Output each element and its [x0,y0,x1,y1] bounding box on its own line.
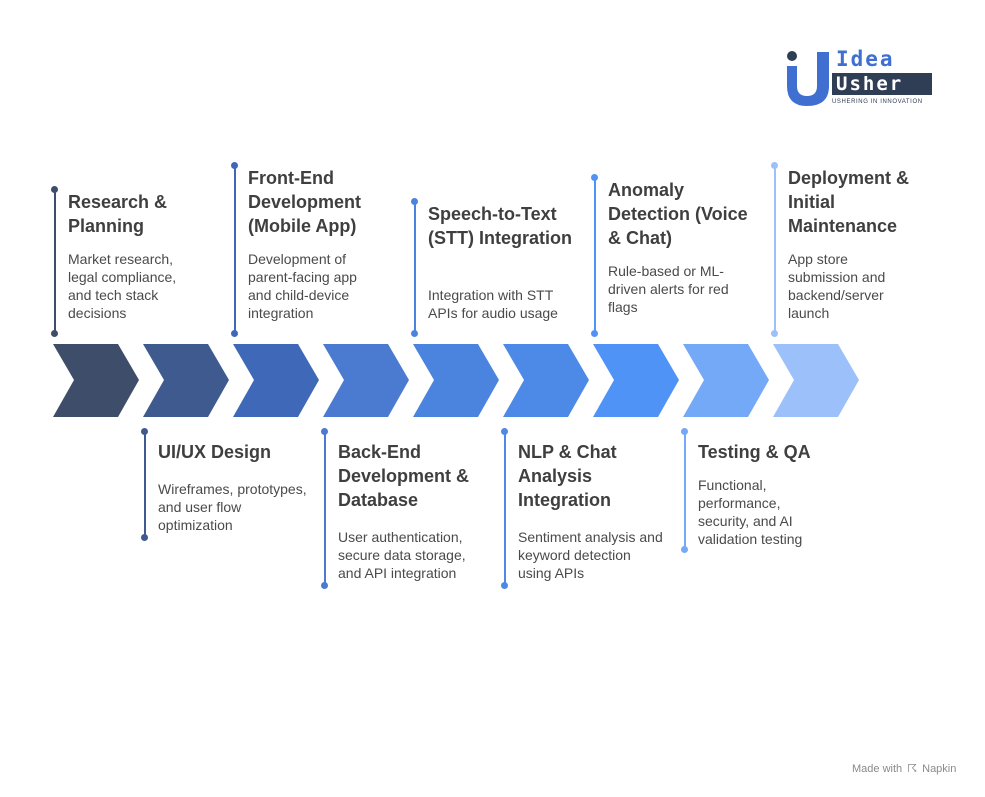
stage-description: User authentication, secure data storage… [338,529,466,581]
made-with-napkin-footer: Made with ☈ Napkin [852,762,956,775]
logo-tagline: USHERING IN INNOVATION [832,99,923,105]
footer-made-with: Made with [852,763,903,775]
stage-marker-dot [51,330,58,337]
stage-marker-dot [501,582,508,589]
stage-connector-line [684,432,686,550]
stage-connector-line [414,202,416,334]
stage-connector-line [774,166,776,334]
stage-title: Deployment & Initial Maintenance [788,168,910,236]
stage-description: Integration with STT APIs for audio usag… [428,287,558,321]
napkin-icon: ☈ [907,763,918,775]
stage-marker-dot [141,428,148,435]
stage-marker-dot [681,428,688,435]
stage-description: Development of parent-facing app and chi… [248,251,357,321]
stage-marker-dot [411,330,418,337]
stage-description: Sentiment analysis and keyword detection… [518,529,663,581]
stage-description: Market research, legal compliance, and t… [68,251,177,321]
stage-connector-line [144,432,146,538]
chevron-stage-8 [683,344,769,417]
stage-title: Anomaly Detection (Voice & Chat) [608,180,748,248]
stage-marker-dot [411,198,418,205]
stage-marker-dot [771,330,778,337]
stage-connector-line [234,166,236,334]
stage-title: Back-End Development & Database [338,442,470,510]
stage-connector-line [324,432,326,586]
footer-brand: Napkin [922,763,957,775]
stage-connector-line [54,190,56,334]
stage-title: Speech-to-Text (STT) Integration [428,204,572,248]
chevron-stage-1 [53,344,139,417]
chevron-stage-4 [323,344,409,417]
stage-marker-dot [231,162,238,169]
stage-marker-dot [231,330,238,337]
stage-title: Testing & QA [698,442,811,462]
stage-marker-dot [501,428,508,435]
chevron-stage-5 [413,344,499,417]
stage-description: Rule-based or ML-driven alerts for red f… [608,263,729,315]
stage-marker-dot [591,174,598,181]
stage-marker-dot [51,186,58,193]
chevron-stage-2 [143,344,229,417]
logo-mark-icon [787,51,829,106]
stage-marker-dot [591,330,598,337]
stage-marker-dot [141,534,148,541]
chevron-stage-3 [233,344,319,417]
stage-title: Research & Planning [68,192,168,236]
stage-description: App store submission and backend/server … [788,251,886,321]
chevron-stage-6 [503,344,589,417]
idea-usher-logo [784,46,934,110]
stage-marker-dot [321,428,328,435]
stage-connector-line [504,432,506,586]
logo-line-idea: Idea [836,47,895,71]
stage-marker-dot [771,162,778,169]
stage-description: Wireframes, prototypes, and user flow op… [158,481,307,533]
stage-title: NLP & Chat Analysis Integration [518,442,617,510]
stage-description: Functional, performance, security, and A… [698,477,803,547]
chevron-stage-7 [593,344,679,417]
stage-connector-line [594,178,596,334]
stage-title: Front-End Development (Mobile App) [248,168,362,236]
stage-marker-dot [321,582,328,589]
stage-title: UI/UX Design [158,442,272,462]
stage-marker-dot [681,546,688,553]
logo-line-usher: Usher [832,73,932,95]
chevron-stage-9 [773,344,859,417]
